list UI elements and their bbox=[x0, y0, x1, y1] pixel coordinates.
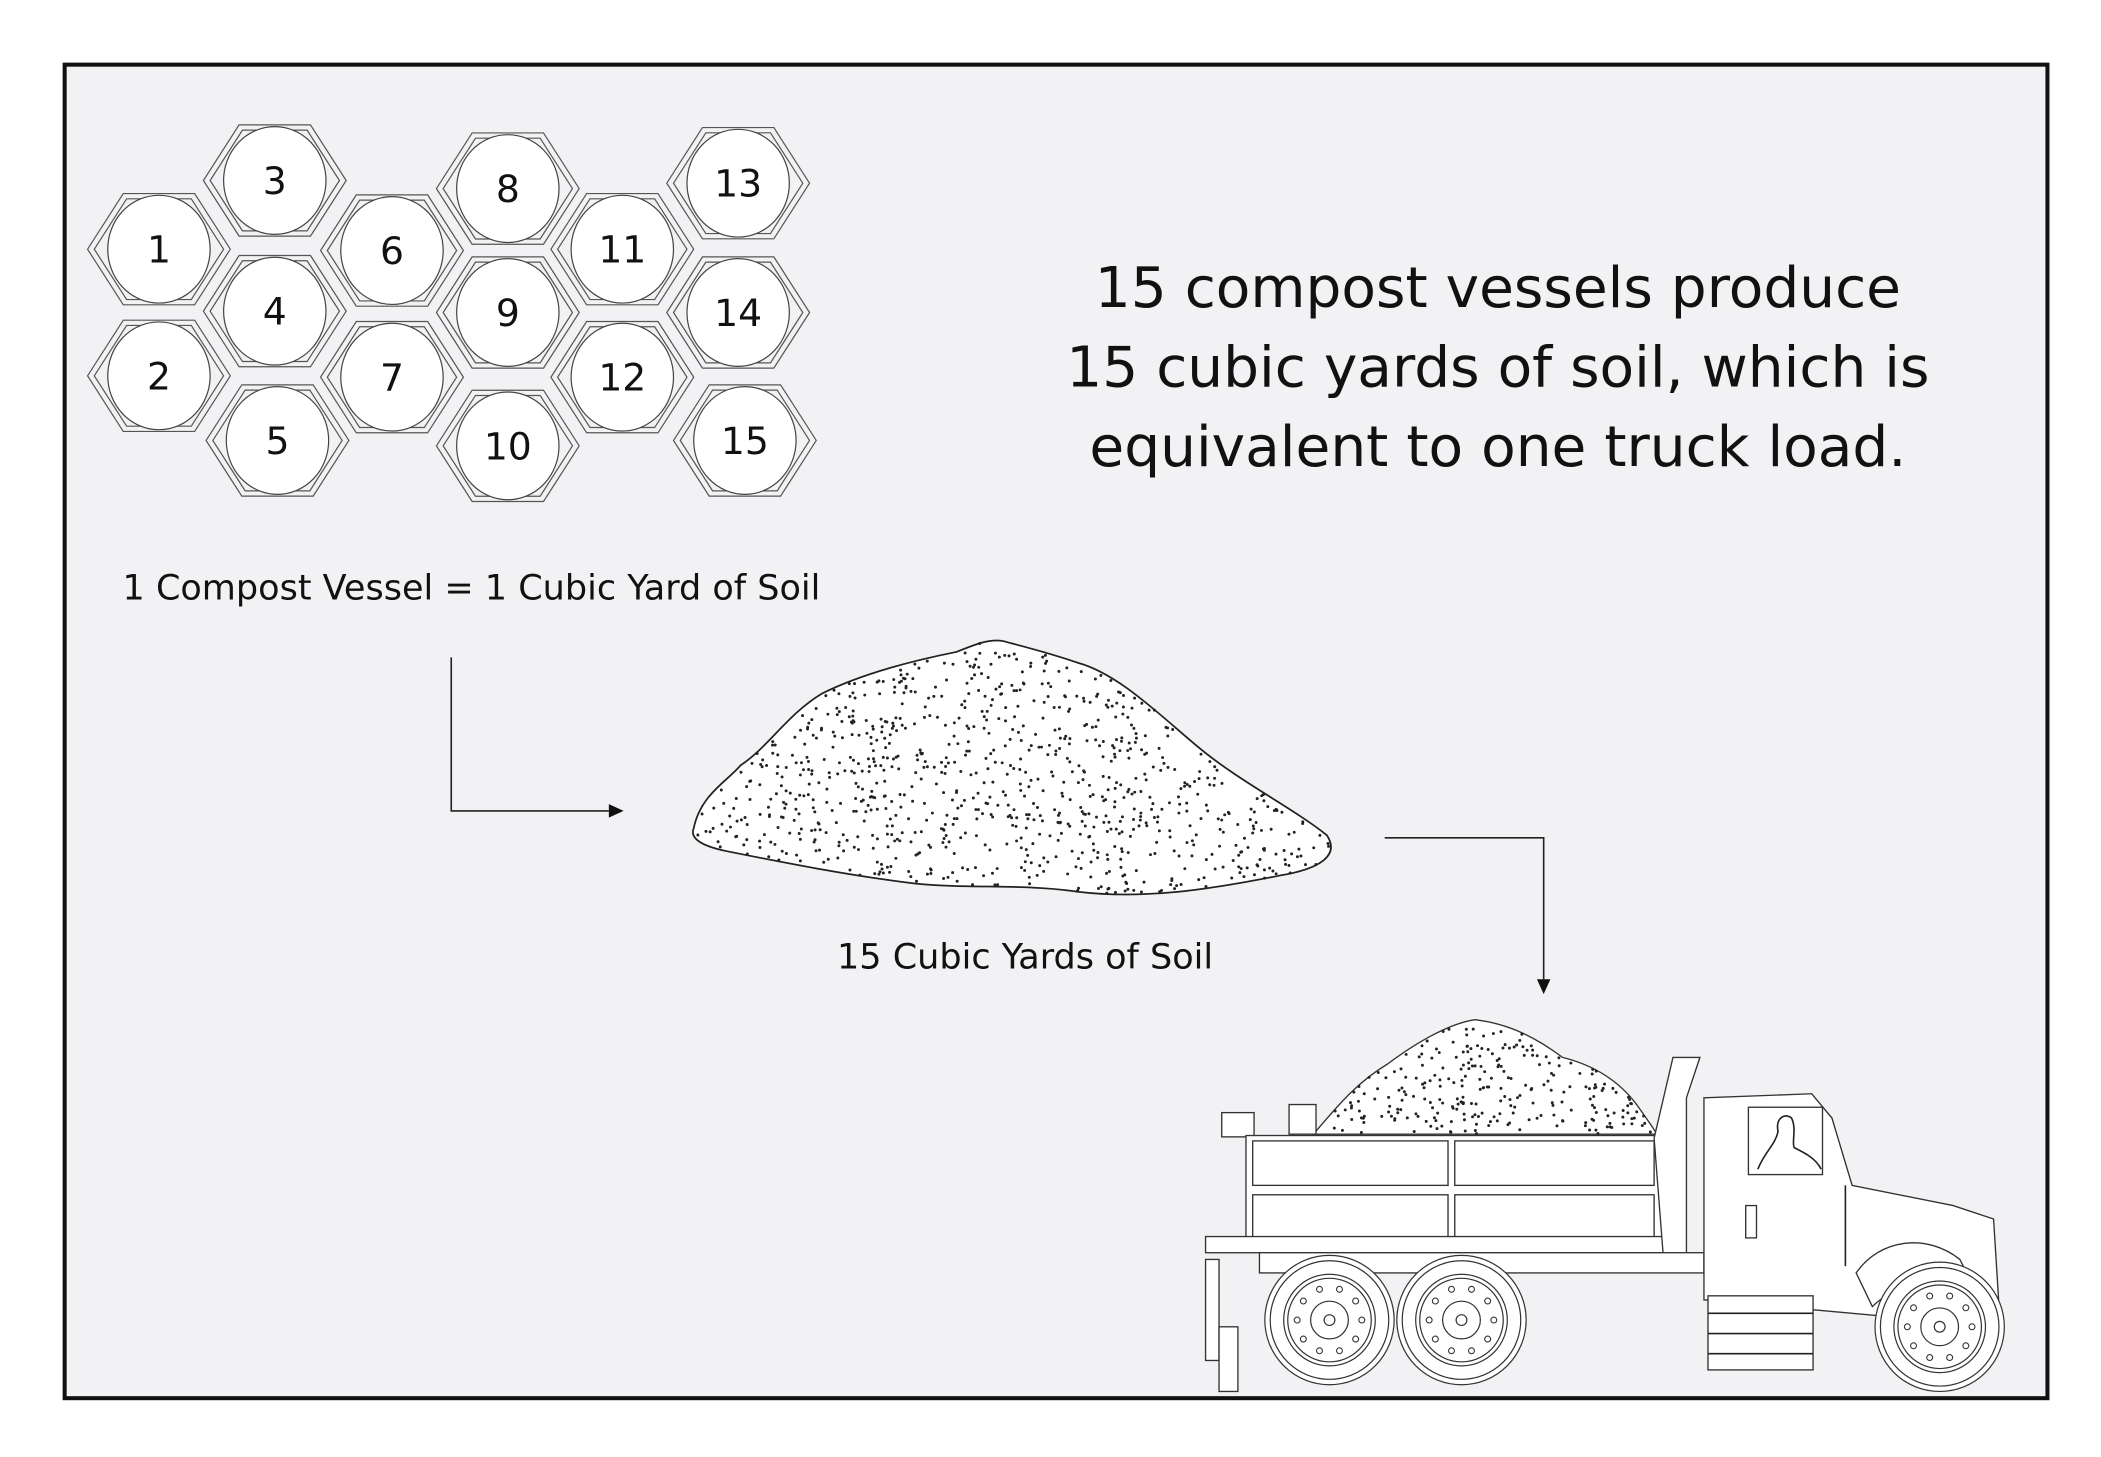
compost-vessel: 6 bbox=[319, 194, 465, 307]
compost-vessel: 13 bbox=[666, 126, 811, 240]
headline-line-3: equivalent to one truck load. bbox=[1089, 414, 1906, 480]
compost-vessel: 9 bbox=[435, 256, 580, 369]
compost-vessel: 15 bbox=[672, 384, 818, 497]
soil-pile-icon bbox=[692, 639, 1332, 896]
compost-vessel: 14 bbox=[666, 256, 811, 369]
vessel-number: 6 bbox=[380, 229, 404, 273]
vessel-number: 1 bbox=[147, 228, 171, 272]
pile-caption: 15 Cubic Yards of Soil bbox=[837, 936, 1213, 977]
wheel-icon bbox=[1874, 1261, 2005, 1393]
compost-vessel: 3 bbox=[202, 124, 347, 237]
vessel-number: 4 bbox=[263, 290, 287, 334]
vessel-number: 11 bbox=[598, 228, 646, 272]
compost-vessel: 5 bbox=[205, 384, 350, 497]
vessel-number: 9 bbox=[496, 291, 520, 335]
compost-vessel: 11 bbox=[550, 192, 695, 306]
headline-line-1: 15 compost vessels produce bbox=[1095, 255, 1901, 321]
arrow-to-truck bbox=[1384, 837, 1551, 995]
compost-vessel: 10 bbox=[435, 389, 580, 503]
arrow-to-pile bbox=[450, 657, 624, 818]
compost-vessel: 2 bbox=[86, 319, 232, 433]
wheel-icon bbox=[1396, 1254, 1527, 1386]
vessel-number: 3 bbox=[263, 159, 287, 203]
vessel-number: 7 bbox=[380, 356, 404, 400]
vessel-caption: 1 Compost Vessel = 1 Cubic Yard of Soil bbox=[123, 567, 821, 608]
vessel-number: 5 bbox=[265, 419, 289, 463]
compost-vessel: 4 bbox=[202, 254, 347, 368]
vessel-number: 2 bbox=[147, 354, 171, 398]
compost-vessel: 7 bbox=[319, 320, 465, 434]
vessel-number: 14 bbox=[714, 291, 762, 335]
vessel-number: 13 bbox=[714, 162, 762, 206]
vessel-number: 15 bbox=[721, 419, 769, 463]
compost-vessel: 8 bbox=[435, 132, 580, 245]
wheel-icon bbox=[1264, 1254, 1395, 1386]
vessel-number: 10 bbox=[484, 424, 532, 468]
compost-vessel: 12 bbox=[550, 320, 695, 434]
headline: 15 compost vessels produce 15 cubic yard… bbox=[1066, 255, 1929, 480]
dump-truck-icon bbox=[1204, 1018, 2005, 1393]
vessel-number: 8 bbox=[496, 167, 520, 211]
headline-line-2: 15 cubic yards of soil, which is bbox=[1066, 335, 1929, 401]
compost-vessel: 1 bbox=[86, 192, 232, 306]
vessel-number: 12 bbox=[598, 356, 646, 400]
